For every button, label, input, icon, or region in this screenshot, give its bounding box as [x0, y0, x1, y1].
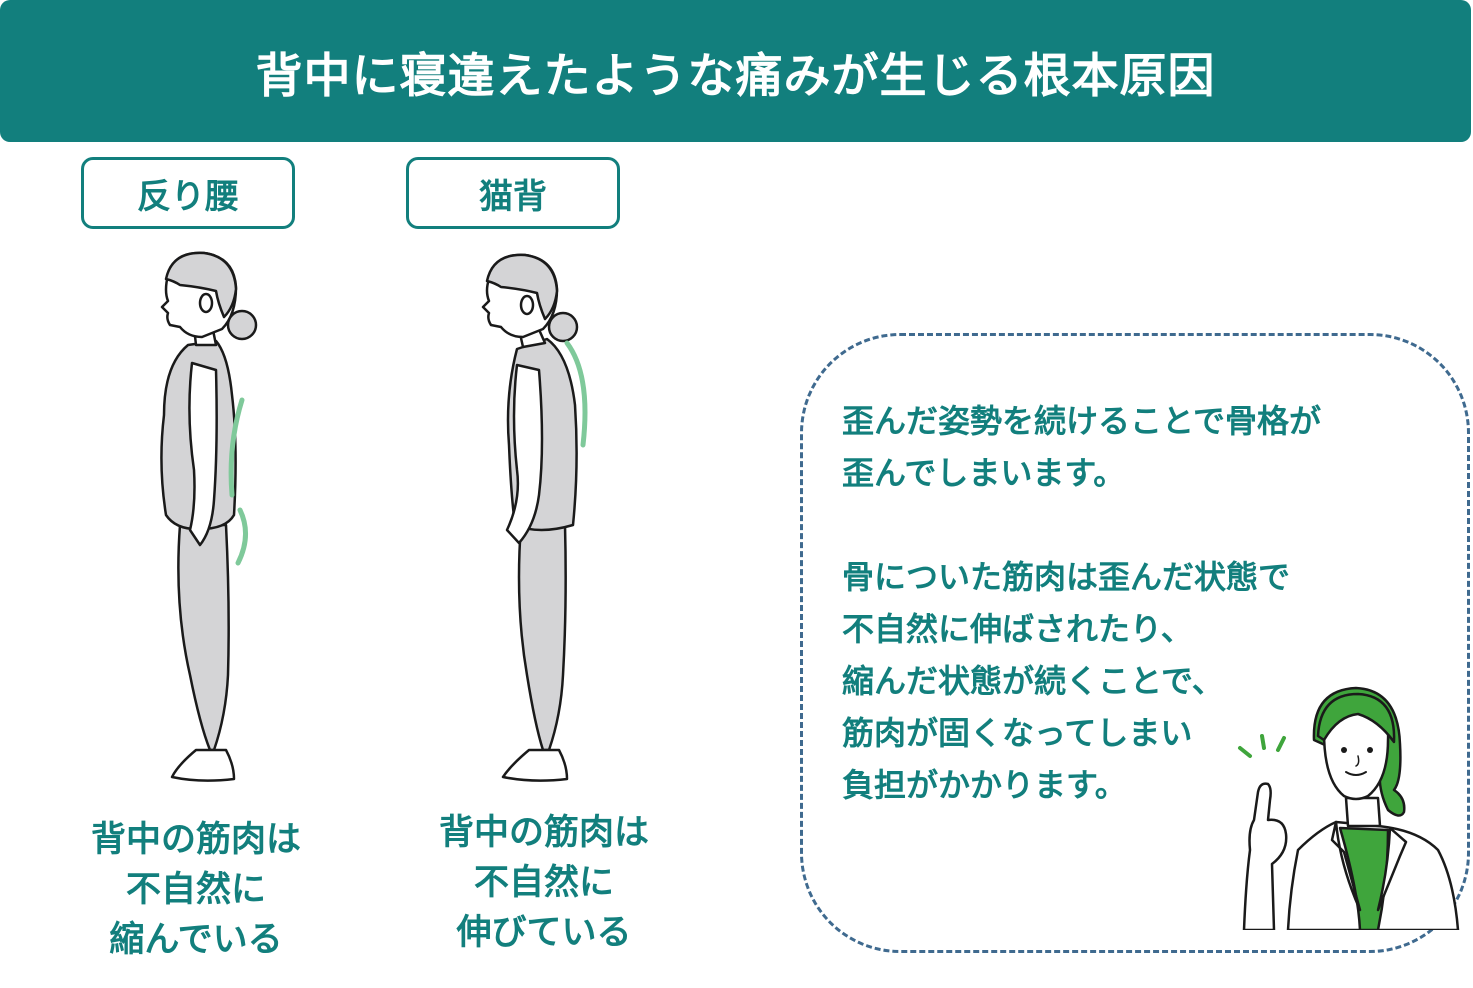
explanation-line-6: 縮んだ状態が続くことで、: [842, 662, 1224, 700]
title-banner: 背中に寝違えたような痛みが生じる根本原因: [0, 0, 1471, 142]
page-title: 背中に寝違えたような痛みが生じる根本原因: [255, 48, 1216, 104]
explanation-box: [800, 333, 1470, 953]
explanation-line-3: [842, 499, 1402, 551]
explanation-line-4: 骨についた筋肉は歪んだ状態で: [842, 558, 1291, 596]
label-sway-back-text: 反り腰: [137, 176, 239, 217]
sway-back-caption-line-1: 背中の筋肉は: [90, 820, 301, 860]
sway-back-caption-line-2: 不自然に: [125, 870, 266, 910]
label-hunchback-text: 猫背: [479, 176, 547, 217]
sparkle-icon: [1238, 734, 1286, 758]
explanation-line-2: 歪んでしまいます。: [842, 454, 1126, 492]
sway-back-figure-illustration: [160, 251, 258, 782]
hunchback-caption-line-1: 背中の筋肉は: [438, 813, 649, 853]
hunchback-caption: 背中の筋肉は 不自然に 伸びている: [414, 808, 674, 958]
sway-back-caption: 背中の筋肉は 不自然に 縮んでいる: [66, 815, 326, 965]
explanation-line-1: 歪んだ姿勢を続けることで骨格が: [842, 402, 1322, 440]
label-hunchback: 猫背: [406, 157, 620, 229]
explanation-line-5: 不自然に伸ばされたり、: [842, 610, 1193, 648]
sway-back-caption-line-3: 縮んでいる: [109, 920, 283, 960]
label-sway-back: 反り腰: [81, 157, 295, 229]
explanation-line-7: 筋肉が固くなってしまい: [842, 714, 1193, 752]
hunchback-figure-illustration: [481, 253, 588, 782]
hunchback-caption-line-2: 不自然に: [473, 863, 614, 903]
hunchback-caption-line-3: 伸びている: [456, 913, 632, 953]
explanation-line-8: 負担がかかります。: [842, 766, 1127, 804]
doctor-pointing-illustration: [1238, 686, 1460, 930]
explanation-text: 歪んだ姿勢を続けることで骨格が 歪んでしまいます。 骨についた筋肉は歪んだ状態で…: [842, 395, 1402, 811]
